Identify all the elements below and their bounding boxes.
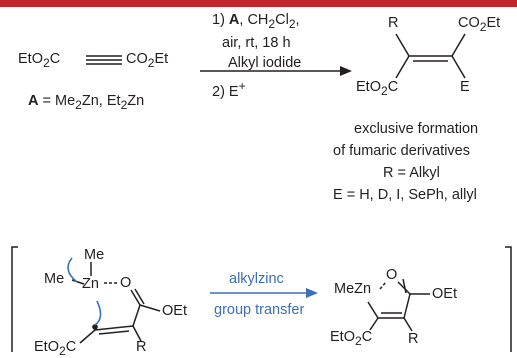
condition-line-3: Alkyl iodide bbox=[228, 55, 302, 71]
radical-dot bbox=[92, 324, 98, 330]
reactant-right-ester: CO2Et bbox=[126, 51, 169, 70]
triple-bond bbox=[86, 55, 122, 65]
note-line-3: R = Alkyl bbox=[383, 165, 440, 181]
product-e-label: E bbox=[460, 79, 470, 95]
intermediate-zn: Zn bbox=[82, 276, 99, 292]
product-oet: OEt bbox=[432, 286, 457, 302]
product-ring-bonds bbox=[367, 278, 430, 332]
intermediate-o: O bbox=[120, 275, 132, 291]
electron-flow-arrows bbox=[67, 257, 102, 326]
condition-line-1: 1) A, CH2Cl2, bbox=[212, 12, 300, 31]
arrow-label-below: group transfer bbox=[214, 302, 305, 318]
reagent-definition: A = Me2Zn, Et2Zn bbox=[28, 93, 145, 112]
intermediate-bonds bbox=[71, 262, 161, 344]
product-alkene-bonds bbox=[395, 33, 466, 79]
intermediate-oet: OEt bbox=[162, 303, 187, 319]
intermediate-me-top: Me bbox=[84, 247, 105, 263]
condition-line-4: 2) E+ bbox=[212, 79, 246, 100]
header-color-bar bbox=[0, 0, 517, 7]
note-line-4: E = H, D, I, SePh, allyl bbox=[333, 187, 477, 203]
product-r-label: R bbox=[388, 15, 399, 31]
product-r-bottom: R bbox=[408, 331, 419, 347]
note-line-1: exclusive formation bbox=[354, 121, 479, 137]
product-o: O bbox=[386, 267, 398, 283]
product-mezn: MeZn bbox=[334, 281, 372, 297]
reactant-left-ester: EtO2C bbox=[18, 51, 61, 70]
intermediate-eto2c: EtO2C bbox=[34, 339, 77, 358]
condition-line-2: air, rt, 18 h bbox=[222, 35, 291, 51]
mechanism-arrow bbox=[210, 288, 318, 298]
product-co2et: CO2Et bbox=[458, 15, 501, 34]
intermediate-me-left: Me bbox=[44, 271, 65, 287]
product-eto2c-bottom: EtO2C bbox=[330, 329, 373, 348]
arrow-label-above: alkylzinc bbox=[229, 271, 284, 287]
product-eto2c: EtO2C bbox=[356, 79, 399, 98]
mechanism-brackets bbox=[11, 246, 512, 352]
note-line-2: of fumaric derivatives bbox=[333, 143, 470, 159]
intermediate-r: R bbox=[136, 339, 147, 355]
reaction-arrow bbox=[200, 66, 352, 76]
